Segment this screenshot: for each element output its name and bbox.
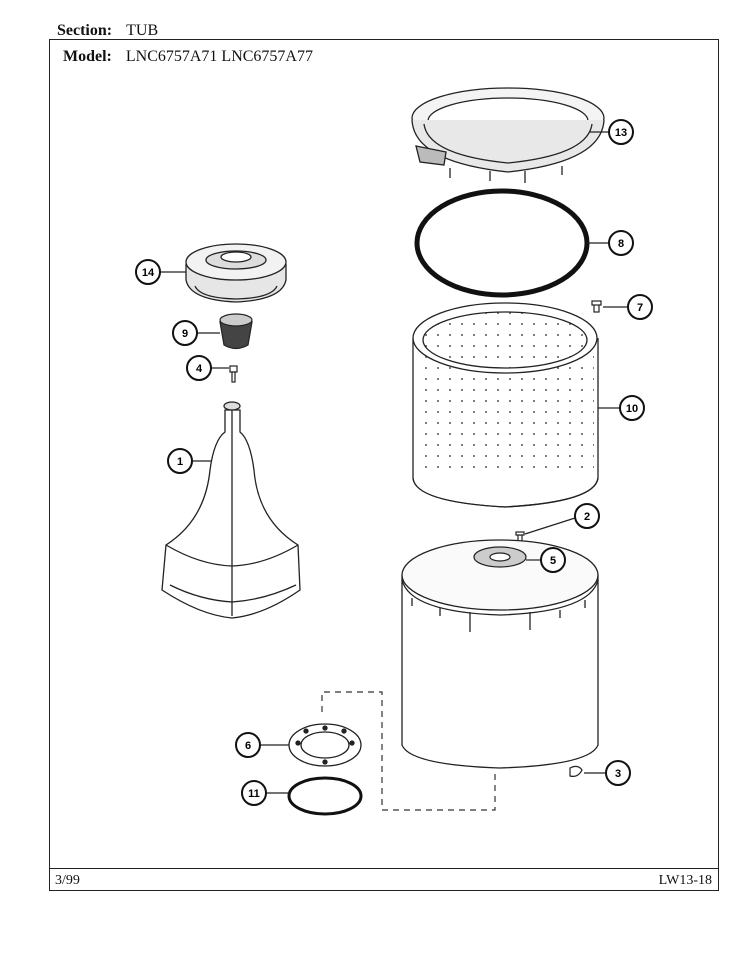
footer-divider bbox=[49, 868, 719, 869]
callout-11: 11 bbox=[241, 780, 267, 806]
svg-text:13: 13 bbox=[615, 127, 627, 139]
footer-code: LW13-18 bbox=[658, 873, 712, 888]
svg-text:3: 3 bbox=[615, 768, 621, 780]
part-6-bearing-plate bbox=[288, 723, 362, 767]
callout-3: 3 bbox=[605, 760, 631, 786]
callout-1: 1 bbox=[167, 448, 193, 474]
svg-text:10: 10 bbox=[626, 403, 638, 415]
part-4-bolt bbox=[229, 365, 238, 383]
callout-8: 8 bbox=[608, 230, 634, 256]
part-9-agitator-dog bbox=[219, 313, 253, 350]
assembly-dashed-line bbox=[321, 691, 496, 811]
svg-text:9: 9 bbox=[182, 328, 188, 340]
svg-text:14: 14 bbox=[142, 267, 155, 279]
svg-text:1: 1 bbox=[177, 456, 183, 468]
outer-tub bbox=[401, 539, 599, 769]
svg-text:2: 2 bbox=[584, 511, 590, 523]
callout-5: 5 bbox=[540, 547, 566, 573]
part-7-screw bbox=[591, 300, 602, 313]
model-label: Model: bbox=[63, 48, 112, 65]
diagram-frame bbox=[49, 39, 719, 891]
callout-14: 14 bbox=[135, 259, 161, 285]
svg-text:4: 4 bbox=[196, 363, 203, 375]
callout-13: 13 bbox=[608, 119, 634, 145]
part-5-tub-flange bbox=[473, 546, 527, 568]
part-10-spin-basket bbox=[412, 302, 599, 508]
part-11-o-ring bbox=[287, 776, 363, 816]
model-row: Model: LNC6757A71 LNC6757A77 bbox=[63, 48, 313, 66]
part-14-agitator-cap bbox=[185, 243, 287, 303]
callout-9: 9 bbox=[172, 320, 198, 346]
svg-text:8: 8 bbox=[618, 238, 624, 250]
part-8-tub-gasket bbox=[414, 188, 590, 298]
callout-4: 4 bbox=[186, 355, 212, 381]
callout-2: 2 bbox=[574, 503, 600, 529]
svg-text:6: 6 bbox=[245, 740, 251, 752]
part-1-agitator bbox=[161, 401, 301, 619]
section-label: Section: bbox=[57, 22, 113, 39]
section-row: Section: TUB bbox=[57, 22, 158, 40]
part-3-clip bbox=[569, 765, 583, 777]
svg-text:7: 7 bbox=[637, 302, 643, 314]
svg-text:5: 5 bbox=[550, 555, 556, 567]
svg-text:11: 11 bbox=[248, 788, 260, 800]
callout-6: 6 bbox=[235, 732, 261, 758]
leader-lines bbox=[160, 131, 628, 794]
footer-date: 3/99 bbox=[55, 873, 80, 888]
callout-7: 7 bbox=[627, 294, 653, 320]
section-value: TUB bbox=[126, 22, 159, 39]
callout-10: 10 bbox=[619, 395, 645, 421]
model-value: LNC6757A71 LNC6757A77 bbox=[125, 48, 313, 65]
callouts: 13 8 7 10 2 5 3 14 9 4 1 6 11 bbox=[135, 119, 653, 806]
part-13-tub-cover bbox=[411, 87, 605, 183]
